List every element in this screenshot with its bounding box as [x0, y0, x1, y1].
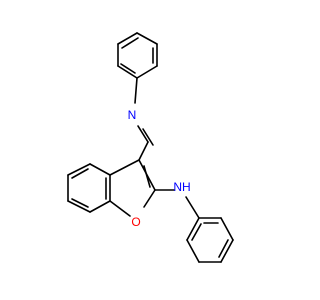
molecule-structure: N NH O — [67, 32, 234, 263]
amine-linkage — [154, 189, 200, 219]
benzofuran-furan-ring — [109, 159, 156, 217]
bottom-phenyl-ring — [186, 217, 234, 263]
imine-nitrogen-label: N — [128, 108, 137, 122]
furan-oxygen-label: O — [131, 215, 140, 229]
amine-nh-label: NH — [173, 180, 190, 194]
imine-linkage — [134, 77, 154, 161]
benzofuran-benzene-ring — [67, 163, 111, 213]
top-phenyl-ring — [117, 32, 158, 79]
